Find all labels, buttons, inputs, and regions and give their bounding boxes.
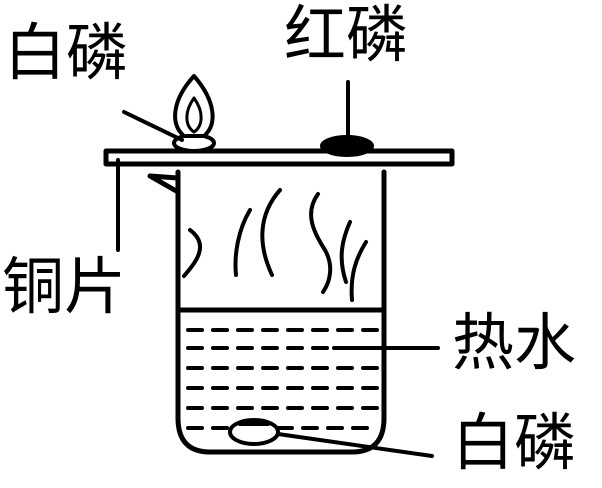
label-white-phosphorus-top: 白磷 [4, 16, 129, 89]
leader-lines [116, 80, 440, 458]
beaker-spout [147, 173, 181, 195]
label-red-phosphorus: 红磷 [284, 0, 409, 71]
beaker-outline [175, 169, 387, 455]
label-hot-water: 热水 [452, 306, 577, 379]
hot-water [186, 328, 380, 430]
red-phosphorus [320, 135, 374, 157]
label-white-phosphorus-bottom: 白磷 [452, 406, 577, 479]
flame-icon [173, 74, 215, 138]
copper-plate [103, 148, 455, 167]
steam [182, 188, 368, 302]
label-copper-plate: 铜片 [2, 250, 127, 323]
